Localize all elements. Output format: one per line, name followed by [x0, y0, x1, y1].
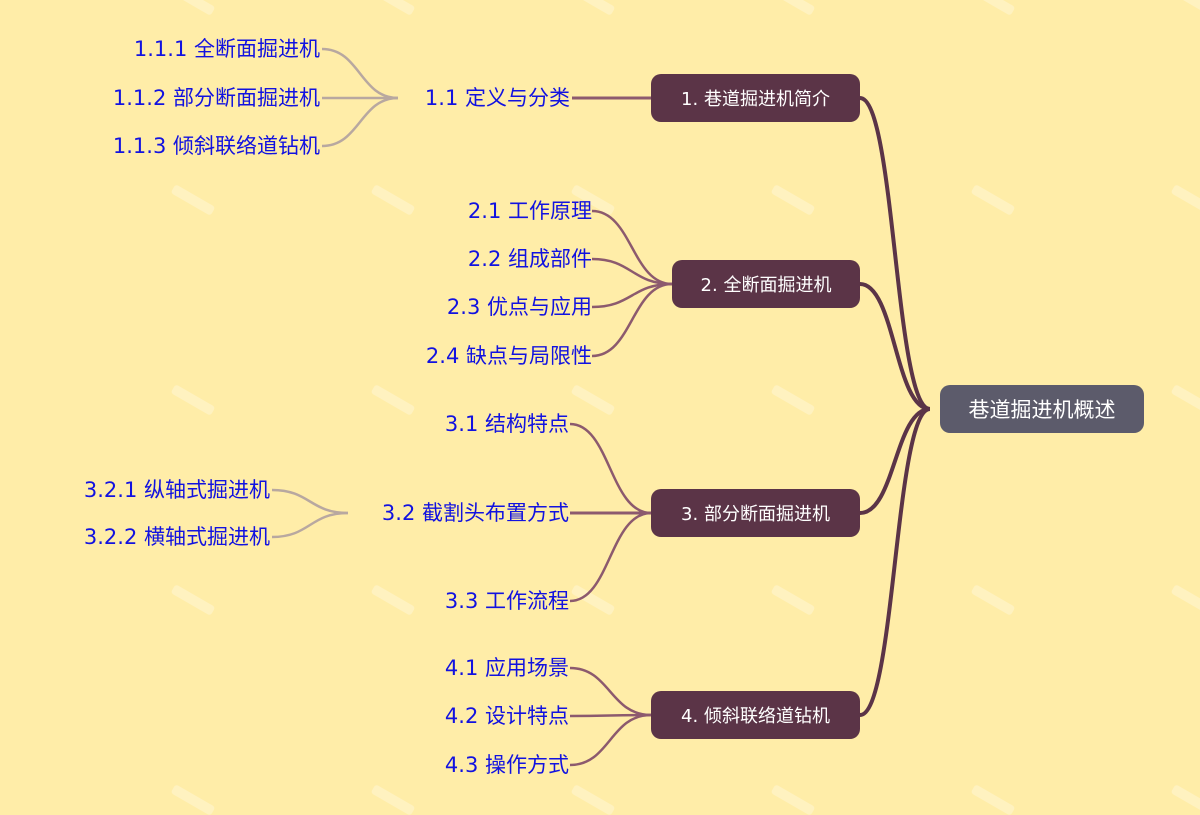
- link-b4-4.2: [569, 713, 652, 718]
- link-root-branch-2: [859, 282, 931, 411]
- topic-1-1[interactable]: 1.1 定义与分类: [424, 86, 570, 110]
- topic-4-1[interactable]: 4.1 应用场景: [444, 656, 569, 680]
- link-root-branch-4: [859, 407, 931, 717]
- topic-2-2[interactable]: 2.2 组成部件: [467, 247, 592, 271]
- link-b2-2.3: [591, 282, 673, 309]
- branch-node-3[interactable]: 3. 部分断面掘进机: [651, 489, 860, 537]
- link-root-branch-1: [859, 96, 931, 411]
- link-b4-4.1: [569, 666, 652, 717]
- branch-node-2[interactable]: 2. 全断面掘进机: [672, 260, 860, 308]
- topic-2-1[interactable]: 2.1 工作原理: [467, 199, 592, 223]
- link-1.1-1.1.1: [321, 47, 399, 100]
- topic-3-2[interactable]: 3.2 截割头布置方式: [381, 501, 569, 525]
- topic-1-1-1[interactable]: 1.1.1 全断面掘进机: [133, 37, 320, 61]
- branch-node-4[interactable]: 4. 倾斜联络道钻机: [651, 691, 860, 739]
- branch-node-1[interactable]: 1. 巷道掘进机简介: [651, 74, 860, 122]
- link-3.2-3.2.1: [271, 488, 349, 515]
- link-b3-3.3: [569, 511, 652, 603]
- topic-2-3[interactable]: 2.3 优点与应用: [446, 295, 592, 319]
- topic-4-2[interactable]: 4.2 设计特点: [444, 704, 569, 728]
- link-b2-2.4: [591, 282, 673, 358]
- topic-1-1-2[interactable]: 1.1.2 部分断面掘进机: [112, 86, 320, 110]
- topic-1-1-3[interactable]: 1.1.3 倾斜联络道钻机: [112, 134, 320, 158]
- topic-4-3[interactable]: 4.3 操作方式: [444, 753, 569, 777]
- link-b2-2.2: [591, 257, 673, 286]
- link-b2-2.1: [591, 209, 673, 286]
- link-b3-3.1: [569, 422, 652, 515]
- topic-3-1[interactable]: 3.1 结构特点: [444, 412, 569, 436]
- root-node[interactable]: 巷道掘进机概述: [940, 385, 1144, 433]
- topic-3-2-2[interactable]: 3.2.2 横轴式掘进机: [83, 525, 270, 549]
- link-3.2-3.2.2: [271, 511, 349, 539]
- topic-3-3[interactable]: 3.3 工作流程: [444, 589, 569, 613]
- link-b4-4.3: [569, 713, 652, 767]
- topic-3-2-1[interactable]: 3.2.1 纵轴式掘进机: [83, 478, 270, 502]
- topic-2-4[interactable]: 2.4 缺点与局限性: [425, 344, 592, 368]
- link-root-branch-3: [859, 407, 931, 515]
- link-1.1-1.1.3: [321, 96, 399, 148]
